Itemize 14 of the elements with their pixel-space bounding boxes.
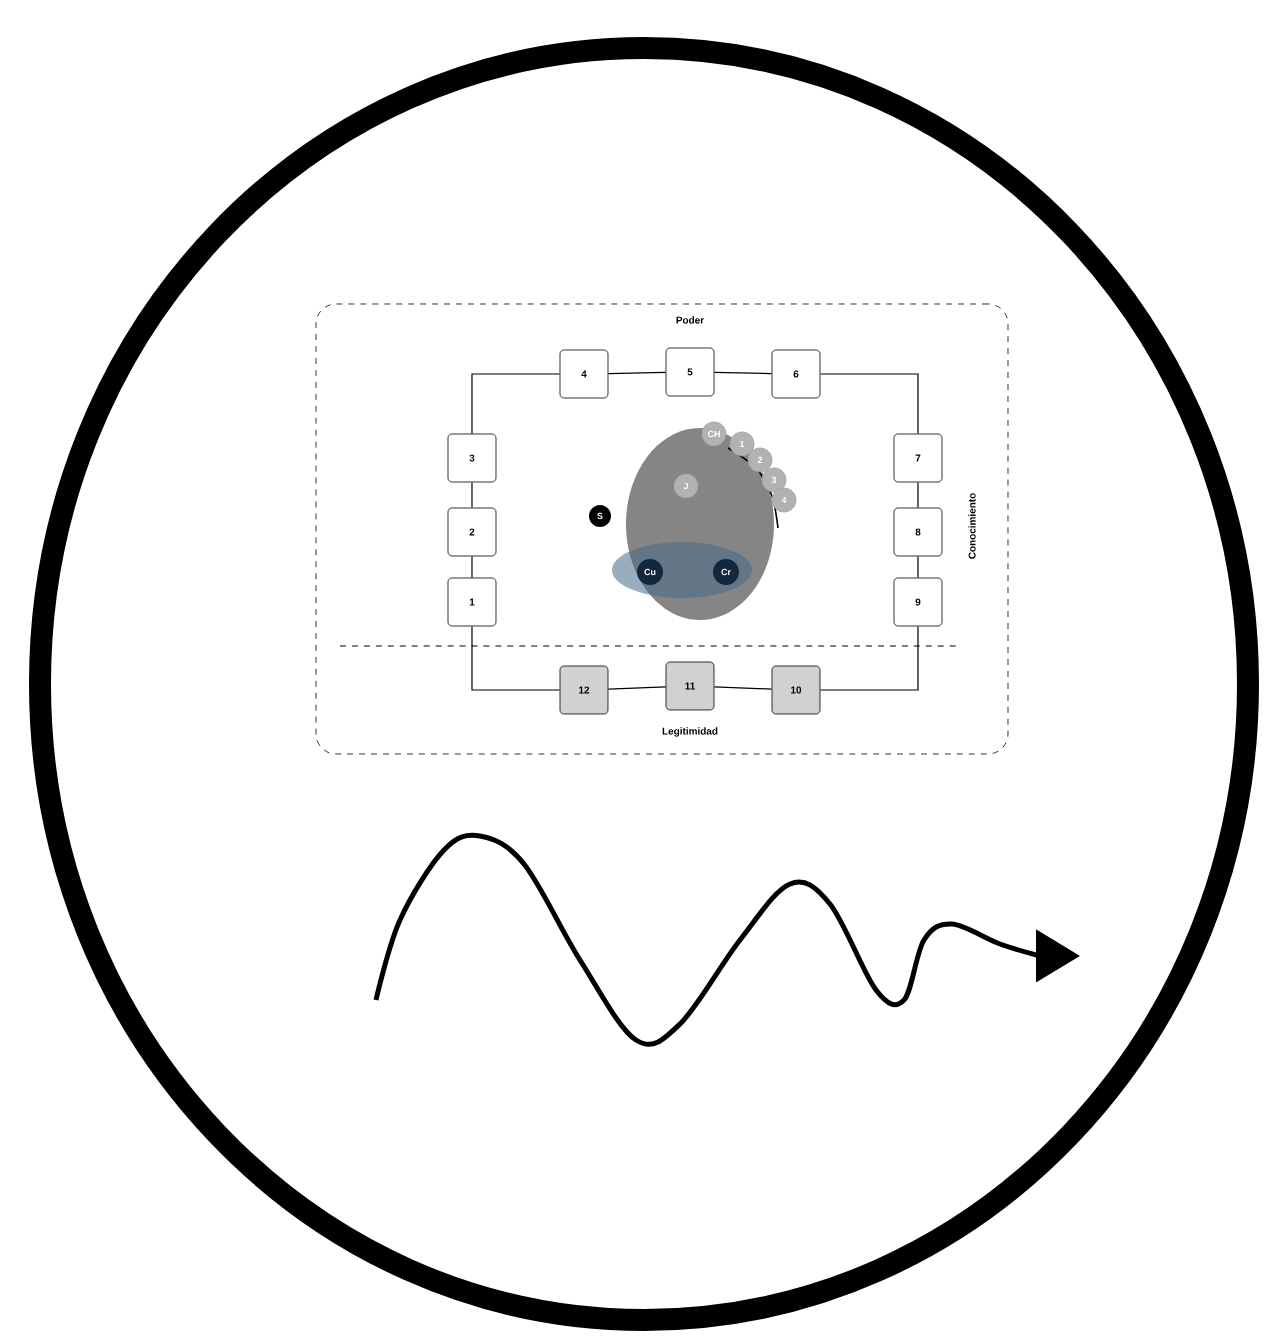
dashed-frame (315, 303, 1009, 755)
connector-line (713, 371, 773, 375)
connector-line (607, 686, 667, 690)
connector-line (471, 555, 473, 579)
connector-line (607, 371, 667, 375)
connector-line (917, 555, 919, 579)
connector-line (471, 481, 473, 509)
connector-line (713, 686, 773, 690)
disc (626, 428, 774, 620)
connector-line (819, 373, 919, 435)
connector-line (471, 625, 561, 691)
connector-line (917, 481, 919, 509)
connector-line (471, 373, 561, 435)
connector-line (819, 625, 919, 691)
